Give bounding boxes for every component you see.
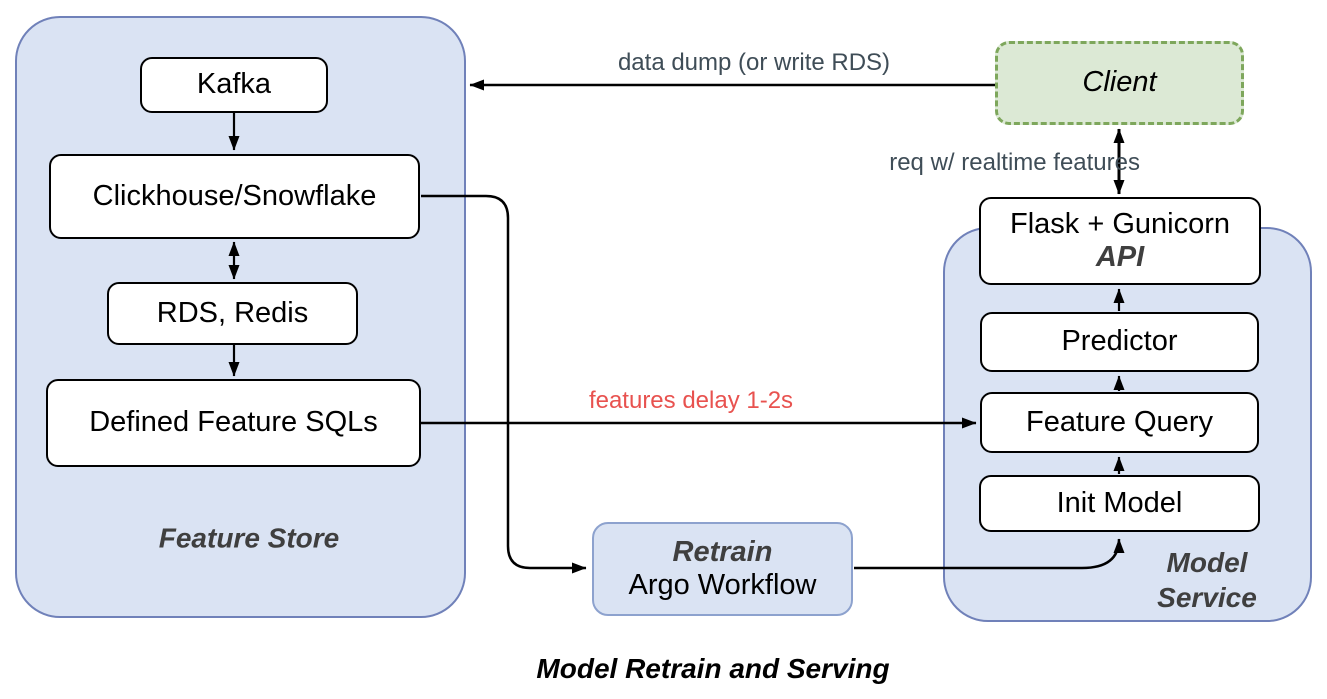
- node-rds-redis: RDS, Redis: [107, 282, 358, 345]
- node-api-line1: Flask + Gunicorn: [1009, 207, 1230, 240]
- node-feature-query-label: Feature Query: [1026, 405, 1213, 438]
- node-init-model-label: Init Model: [1056, 486, 1183, 519]
- edge-clickhouse-retrain: [421, 194, 587, 574]
- edge-label-req-prefix: req w/: [889, 149, 962, 176]
- edge-retrain-init: [854, 538, 1125, 570]
- node-kafka-label: Kafka: [196, 68, 272, 101]
- node-retrain-line1: Retrain: [672, 535, 773, 568]
- node-predictor: Predictor: [980, 312, 1259, 372]
- node-init-model: Init Model: [979, 475, 1260, 532]
- edge-label-features-delay: features delay 1-2s: [588, 387, 794, 414]
- node-retrain-line2: Argo Workflow: [628, 569, 817, 601]
- node-clickhouse-label: Clickhouse/Snowflake: [92, 179, 377, 212]
- edge-label-req: req w/ realtime features: [889, 149, 1140, 177]
- node-defined-feature-sqls: Defined Feature SQLs: [46, 379, 421, 467]
- node-client: Client: [995, 41, 1244, 125]
- node-kafka: Kafka: [140, 57, 328, 113]
- model-service-label: Model Service: [1157, 545, 1257, 615]
- node-flask-gunicorn-api: Flask + Gunicorn API: [979, 197, 1261, 285]
- node-feature-query: Feature Query: [980, 392, 1259, 453]
- node-api-line2: API: [1095, 241, 1145, 273]
- edge-label-req-highlight: realtime features: [961, 149, 1140, 176]
- model-service-label-line1: Model: [1166, 547, 1248, 578]
- diagram-title: Model Retrain and Serving: [536, 653, 890, 684]
- node-feature-sqls-label: Defined Feature SQLs: [89, 406, 378, 439]
- node-rds-redis-label: RDS, Redis: [156, 296, 309, 329]
- edge-label-data-dump: data dump (or write RDS): [617, 49, 891, 76]
- node-clickhouse-snowflake: Clickhouse/Snowflake: [49, 154, 420, 239]
- node-retrain-argo-workflow: Retrain Argo Workflow: [592, 522, 853, 616]
- node-client-label: Client: [1082, 66, 1157, 99]
- model-service-label-line2: Service: [1157, 582, 1257, 613]
- node-predictor-label: Predictor: [1061, 325, 1178, 358]
- feature-store-label: Feature Store: [158, 522, 340, 554]
